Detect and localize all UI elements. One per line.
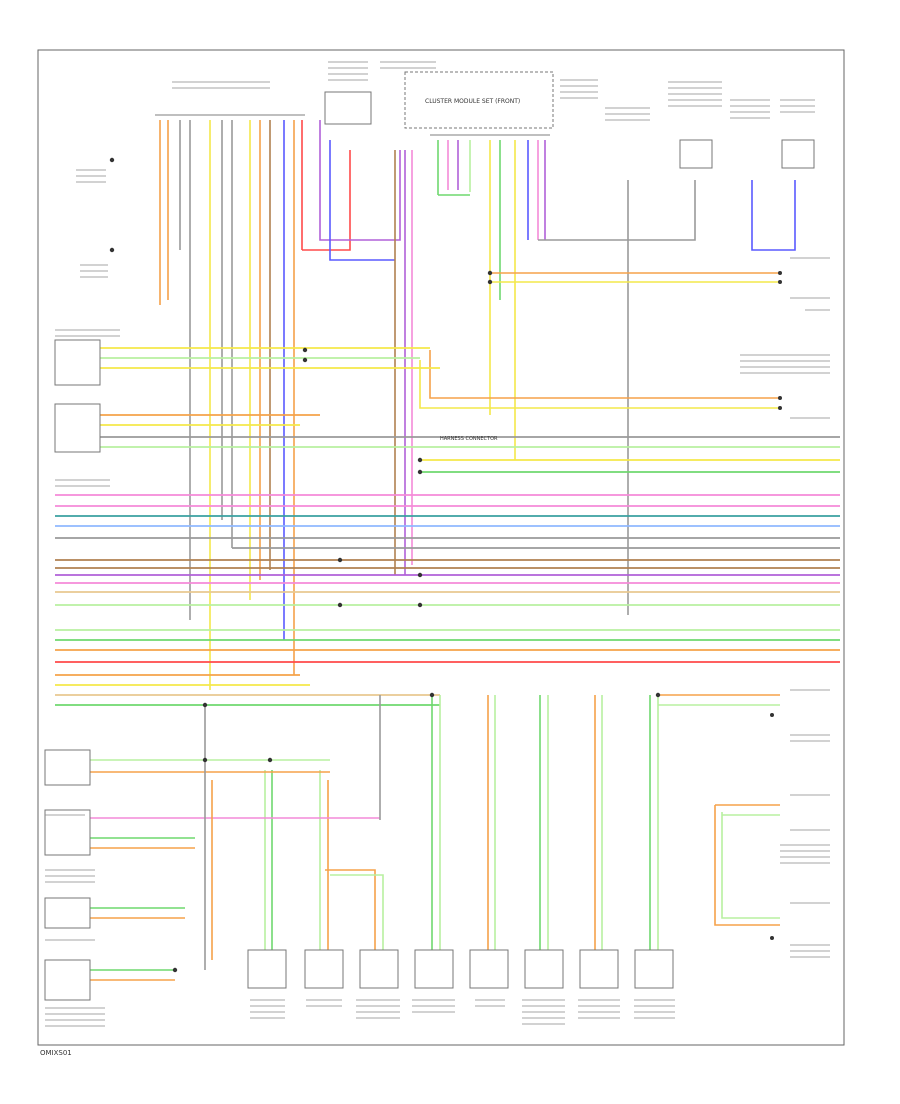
- diagram-frame: [37, 49, 845, 1046]
- left-component-3: [44, 749, 91, 786]
- bottom-component-5: [469, 949, 509, 989]
- lower-wire-drops: [90, 694, 780, 981]
- component-boxes: [44, 71, 815, 1001]
- tiny-label-marks: [45, 61, 830, 1027]
- left-component-5: [44, 897, 91, 929]
- junction-dots: [109, 157, 782, 973]
- bottom-component-3: [359, 949, 399, 989]
- bottom-component-8: [634, 949, 674, 989]
- cluster-module-box: [404, 71, 554, 129]
- harness-label: HARNESS CONNECTOR: [440, 436, 498, 442]
- connector-ticks: [155, 114, 550, 136]
- main-horizontal-wires: [55, 347, 840, 706]
- bottom-component-1: [247, 949, 287, 989]
- bottom-component-6: [524, 949, 564, 989]
- bottom-component-4: [414, 949, 454, 989]
- left-component-2: [54, 403, 101, 453]
- left-component-6: [44, 959, 91, 1001]
- footer-code: OMIXS01: [40, 1049, 72, 1057]
- bottom-component-7: [579, 949, 619, 989]
- upper-right-wires: [419, 272, 780, 409]
- bottom-component-2: [304, 949, 344, 989]
- center-top-wires: [302, 120, 796, 615]
- center-box-label: CLUSTER MODULE SET (FRONT): [425, 98, 520, 105]
- left-component-4: [44, 809, 91, 856]
- left-component-1: [54, 339, 101, 386]
- top-right-component-1: [679, 139, 713, 169]
- center-module-box: [324, 91, 372, 125]
- top-right-component-2: [781, 139, 815, 169]
